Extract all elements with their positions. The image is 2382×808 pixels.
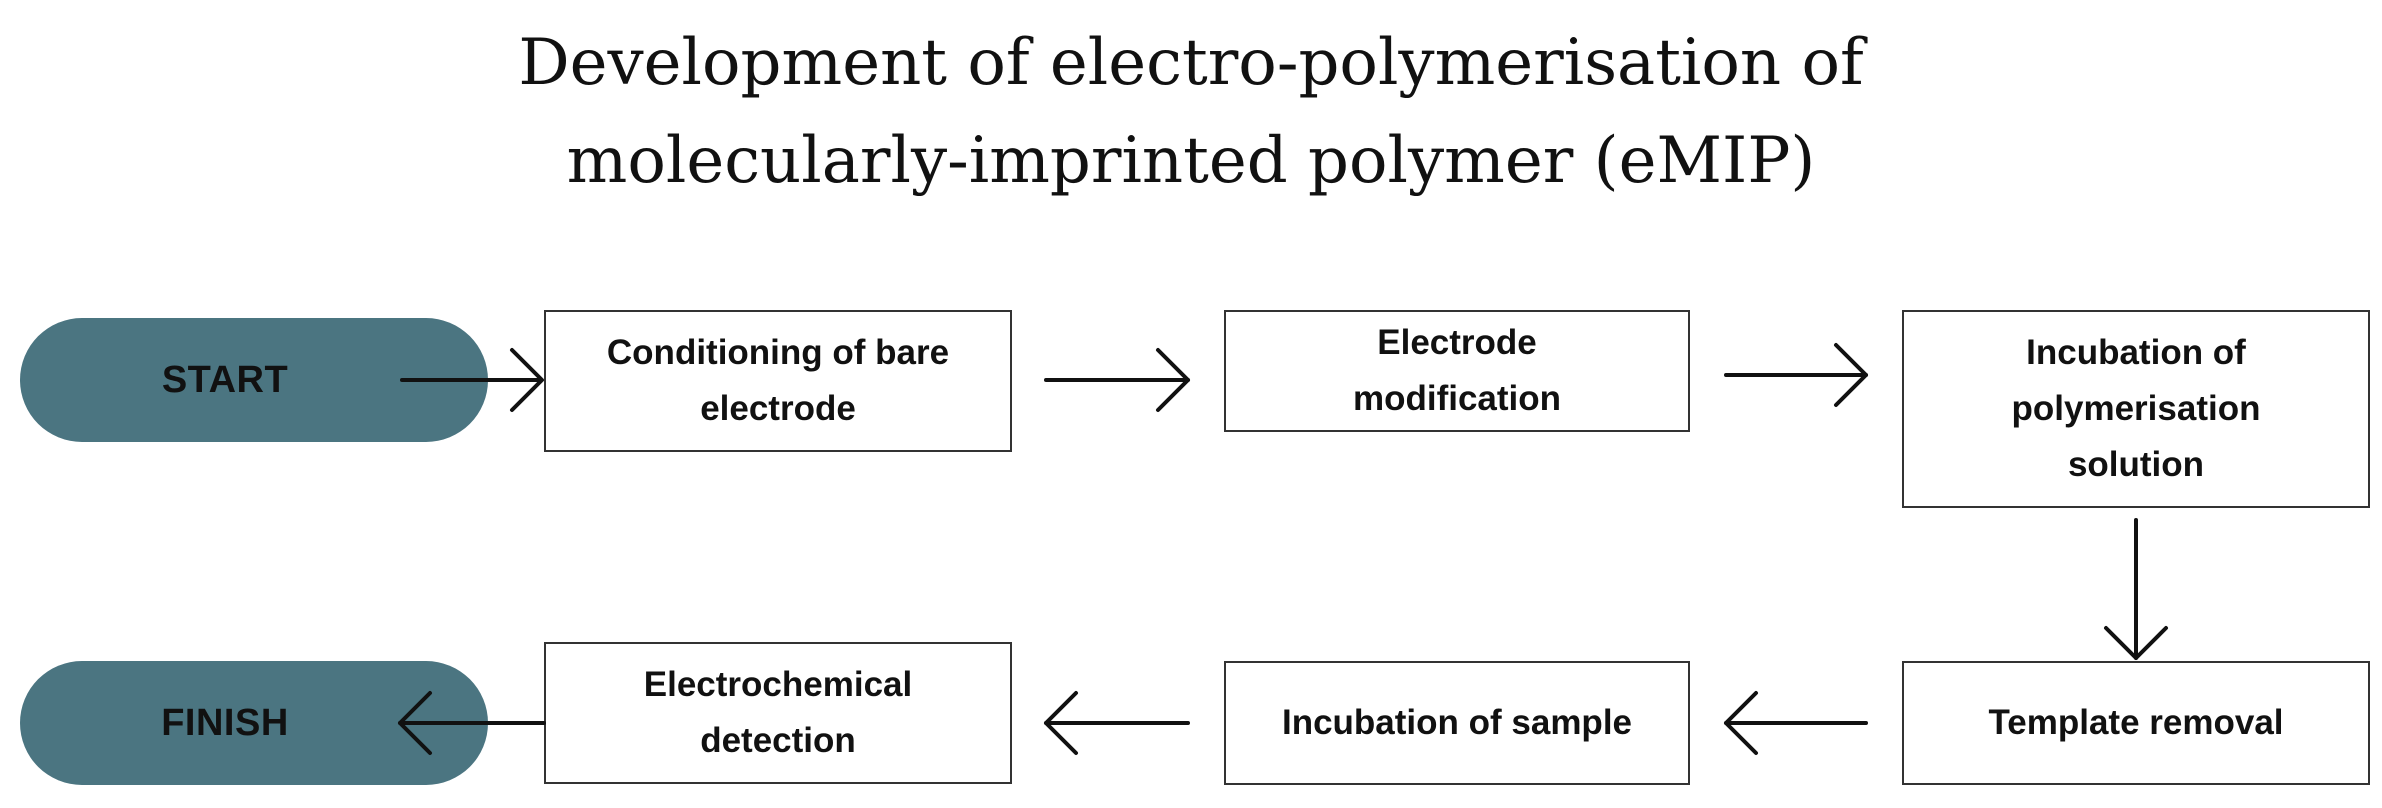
template-removal-box: Template removal [1902,661,2370,785]
arrow-conditioning-to-modification [1044,348,1190,412]
incubation-sample-box: Incubation of sample [1224,661,1690,785]
diagram-title: Development of electro-polymerisation of… [0,14,2382,210]
title-line-2: molecularly-imprinted polymer (eMIP) [566,124,1816,198]
title-line-1: Development of electro-polymerisation of [518,26,1864,100]
arrow-sample-to-detection [1044,691,1190,755]
start-terminal: START [20,318,488,442]
conditioning-box: Conditioning of bare electrode [544,310,1012,452]
start-label: START [161,358,289,401]
arrow-template-removal-to-sample [1724,691,1868,755]
arrow-modification-to-polymerisation [1724,343,1868,407]
electrode-modification-box: Electrode modification [1224,310,1690,432]
incubation-polymerisation-box: Incubation of polymerisation solution [1902,310,2370,508]
finish-terminal: FINISH [20,661,488,785]
arrow-polymerisation-to-template-removal [2104,518,2168,660]
finish-label: FINISH [161,701,289,744]
electrochemical-detection-box: Electrochemical detection [544,642,1012,784]
